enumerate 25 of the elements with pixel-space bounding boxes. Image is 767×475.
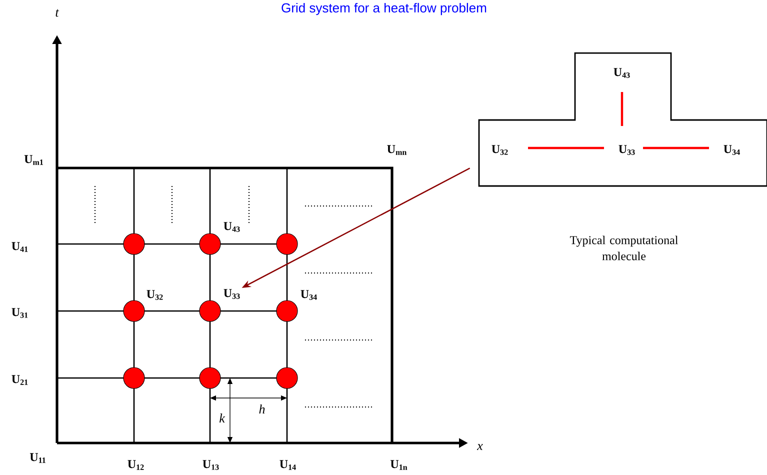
dimension-label: h [259,404,265,414]
node-label: U$_{33}$ [618,145,635,155]
grid-point-label: U$_{33}$ [224,289,240,299]
axis-label: x [476,444,483,450]
grid-point-label: U$_{m1}$ [24,155,43,165]
grid-point-label: U$_{31}$ [12,308,28,318]
grid-point-label: U$_{12}$ [128,460,144,470]
grid-point-label: U$_{34}$ [300,290,317,300]
grid-point-label: U$_{14}$ [280,460,296,470]
molecule-shape [478,52,767,187]
axis-label: t [56,9,60,17]
grid-point-label: U$_{43}$ [224,222,240,232]
caption: Typical computational molecule [570,236,678,260]
grid-point-label: U$_{1n}$ [390,460,408,470]
title: Grid system for a heat-flow problem [282,2,486,16]
grid-point-label: U$_{mn}$ [387,145,407,155]
grid-point-label: U$_{13}$ [202,460,219,470]
dimension-label: k [220,414,226,423]
node-label: U$_{43}$ [614,68,630,78]
grid-point-label: U$_{21}$ [12,375,28,385]
grid-point-label: U$_{32}$ [146,290,163,300]
grid-point-label: U$_{41}$ [12,242,28,252]
node-label: U$_{32}$ [492,145,508,155]
grid-point-label: U$_{11}$ [30,453,46,463]
node-label: U$_{34}$ [724,145,740,155]
